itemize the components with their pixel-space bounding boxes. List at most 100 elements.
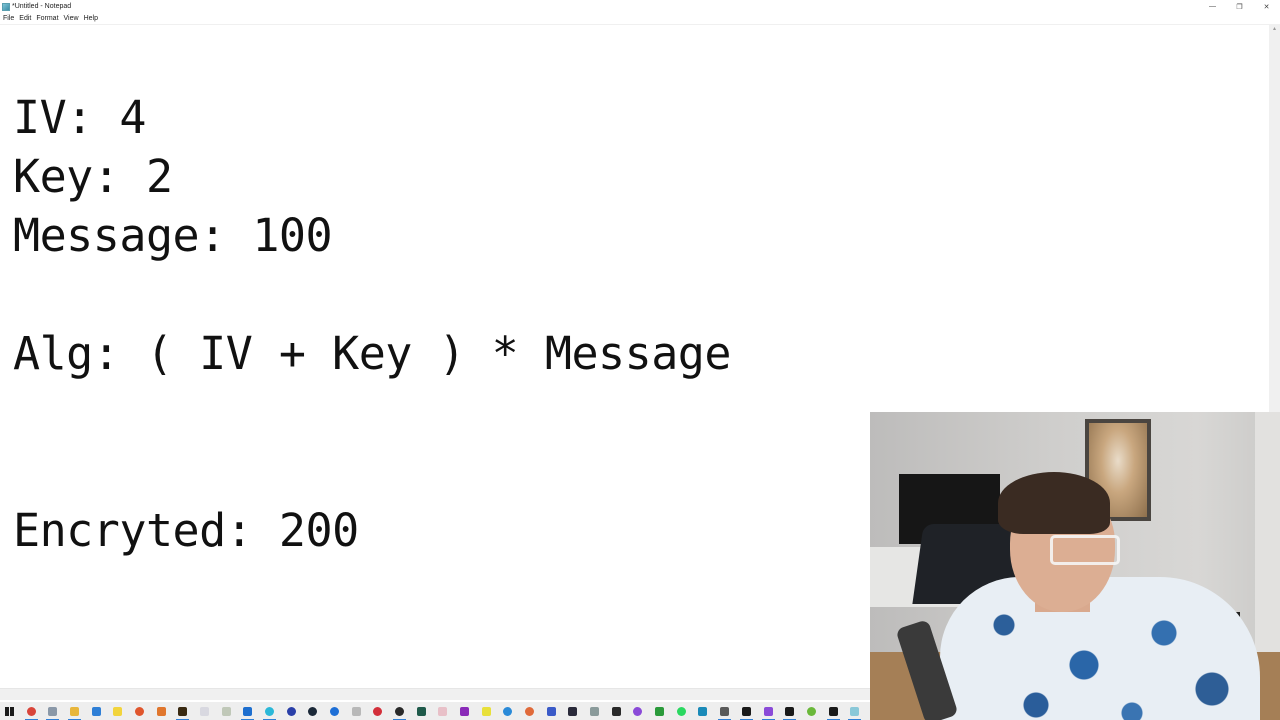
taskbar-button-xbox[interactable] bbox=[653, 702, 666, 720]
webcam-doorframe bbox=[1255, 412, 1280, 672]
taskbar-button-sticky-notes[interactable] bbox=[111, 702, 124, 720]
visual-studio-icon bbox=[763, 706, 773, 716]
taskbar-button-search-app[interactable] bbox=[155, 702, 168, 720]
taskbar-button-notepad[interactable] bbox=[848, 702, 862, 720]
taskbar-button-obs[interactable] bbox=[393, 702, 407, 720]
taskbar-button-app-teal[interactable] bbox=[697, 702, 710, 720]
webcam-overlay bbox=[870, 412, 1280, 720]
teamviewer-icon bbox=[243, 706, 253, 716]
editor-line-key: Key: 2 bbox=[13, 150, 173, 203]
epic-games-icon bbox=[611, 706, 621, 716]
taskbar-button-app-gray2[interactable] bbox=[588, 702, 601, 720]
taskbar-button-app-cyan[interactable] bbox=[263, 702, 277, 720]
taskbar-button-sublime[interactable] bbox=[176, 702, 190, 720]
taskbar-button-app-violet[interactable] bbox=[631, 702, 644, 720]
steam-icon bbox=[308, 706, 318, 716]
firefox-icon bbox=[135, 706, 145, 716]
running-indicator bbox=[761, 718, 775, 720]
running-indicator bbox=[393, 718, 407, 720]
taskbar-button-computer[interactable] bbox=[46, 702, 60, 720]
running-indicator bbox=[68, 718, 82, 720]
app-orange-icon bbox=[525, 706, 535, 716]
app-gray-icon bbox=[351, 706, 361, 716]
editor-line-message: Message: 100 bbox=[13, 209, 333, 262]
taskbar-button-mail[interactable] bbox=[90, 702, 103, 720]
notepad-icon bbox=[850, 706, 860, 716]
scroll-up-icon[interactable]: ▴ bbox=[1272, 26, 1276, 32]
running-indicator bbox=[718, 718, 732, 720]
taskbar-button-app-black2[interactable] bbox=[826, 702, 840, 720]
window-title: *Untitled - Notepad bbox=[12, 3, 72, 10]
editor-line-iv: IV: 4 bbox=[13, 91, 146, 144]
taskbar bbox=[0, 702, 870, 720]
taskbar-button-opera[interactable] bbox=[371, 702, 384, 720]
taskbar-button-app-dark[interactable] bbox=[566, 702, 579, 720]
taskbar-button-chrome[interactable] bbox=[24, 702, 38, 720]
menu-bar: File Edit Format View Help bbox=[0, 13, 1280, 25]
notepad-app-icon bbox=[2, 2, 10, 11]
taskbar-button-app-purple[interactable] bbox=[458, 702, 471, 720]
running-indicator bbox=[263, 718, 277, 720]
taskbar-button-settings[interactable] bbox=[718, 702, 732, 720]
taskbar-button-app-yellow[interactable] bbox=[480, 702, 493, 720]
webcam-person-hair bbox=[998, 472, 1110, 534]
app-blue2-icon bbox=[503, 706, 513, 716]
webcam-person-glasses bbox=[1050, 535, 1120, 565]
running-indicator bbox=[46, 718, 60, 720]
menu-help[interactable]: Help bbox=[83, 15, 98, 22]
taskbar-button-app-navy[interactable] bbox=[545, 702, 558, 720]
taskbar-button-app-pink[interactable] bbox=[436, 702, 449, 720]
vertical-scrollbar[interactable]: ▴ bbox=[1269, 25, 1280, 688]
app-yellow-icon bbox=[481, 706, 491, 716]
taskbar-button-utorrent[interactable] bbox=[805, 702, 818, 720]
windows-start-icon bbox=[4, 706, 14, 716]
utorrent-icon bbox=[806, 706, 816, 716]
app-violet-icon bbox=[633, 706, 643, 716]
close-button[interactable]: ✕ bbox=[1263, 3, 1270, 11]
menu-format[interactable]: Format bbox=[36, 15, 59, 22]
taskbar-button-firefox[interactable] bbox=[133, 702, 146, 720]
app-gray2-icon bbox=[590, 706, 600, 716]
menu-view[interactable]: View bbox=[63, 15, 79, 22]
taskbar-button-spotify[interactable] bbox=[675, 702, 688, 720]
taskbar-button-windows-start[interactable] bbox=[3, 702, 16, 720]
webcam-person-shirt bbox=[940, 577, 1260, 720]
taskbar-button-teamviewer[interactable] bbox=[241, 702, 255, 720]
editor-line-alg: Alg: ( IV + Key ) * Message bbox=[13, 327, 732, 380]
taskbar-button-app-blue[interactable] bbox=[328, 702, 341, 720]
running-indicator bbox=[848, 718, 862, 720]
maximize-button[interactable]: ❐ bbox=[1236, 3, 1243, 11]
spotify-icon bbox=[676, 706, 686, 716]
xbox-icon bbox=[655, 706, 665, 716]
window-controls: — ❐ ✕ bbox=[1199, 0, 1280, 13]
minimize-button[interactable]: — bbox=[1209, 3, 1216, 10]
app-blue-icon bbox=[330, 706, 340, 716]
title-bar[interactable]: *Untitled - Notepad — ❐ ✕ bbox=[0, 0, 1280, 13]
menu-edit[interactable]: Edit bbox=[19, 15, 32, 22]
running-indicator bbox=[739, 718, 753, 720]
taskbar-button-app-orange[interactable] bbox=[523, 702, 536, 720]
pencil-app-icon bbox=[221, 706, 231, 716]
taskbar-button-visual-studio[interactable] bbox=[761, 702, 775, 720]
taskbar-button-terminal-app[interactable] bbox=[415, 702, 428, 720]
obs-icon bbox=[395, 706, 405, 716]
taskbar-button-app-black[interactable] bbox=[783, 702, 797, 720]
taskbar-button-cmd[interactable] bbox=[739, 702, 753, 720]
sublime-icon bbox=[178, 706, 188, 716]
taskbar-button-app-gray[interactable] bbox=[350, 702, 363, 720]
taskbar-button-epic-games[interactable] bbox=[610, 702, 623, 720]
running-indicator bbox=[241, 718, 255, 720]
settings-icon bbox=[720, 706, 730, 716]
running-indicator bbox=[24, 718, 38, 720]
menu-file[interactable]: File bbox=[3, 15, 15, 22]
taskbar-button-headphones[interactable] bbox=[285, 702, 298, 720]
file-explorer-icon bbox=[70, 706, 79, 716]
opera-icon bbox=[373, 706, 383, 716]
running-indicator bbox=[826, 718, 840, 720]
taskbar-button-paint[interactable] bbox=[198, 702, 211, 720]
taskbar-button-steam[interactable] bbox=[306, 702, 319, 720]
taskbar-button-file-explorer[interactable] bbox=[68, 702, 82, 720]
taskbar-button-pencil-app[interactable] bbox=[220, 702, 233, 720]
taskbar-button-app-blue2[interactable] bbox=[501, 702, 514, 720]
app-navy-icon bbox=[546, 706, 556, 716]
